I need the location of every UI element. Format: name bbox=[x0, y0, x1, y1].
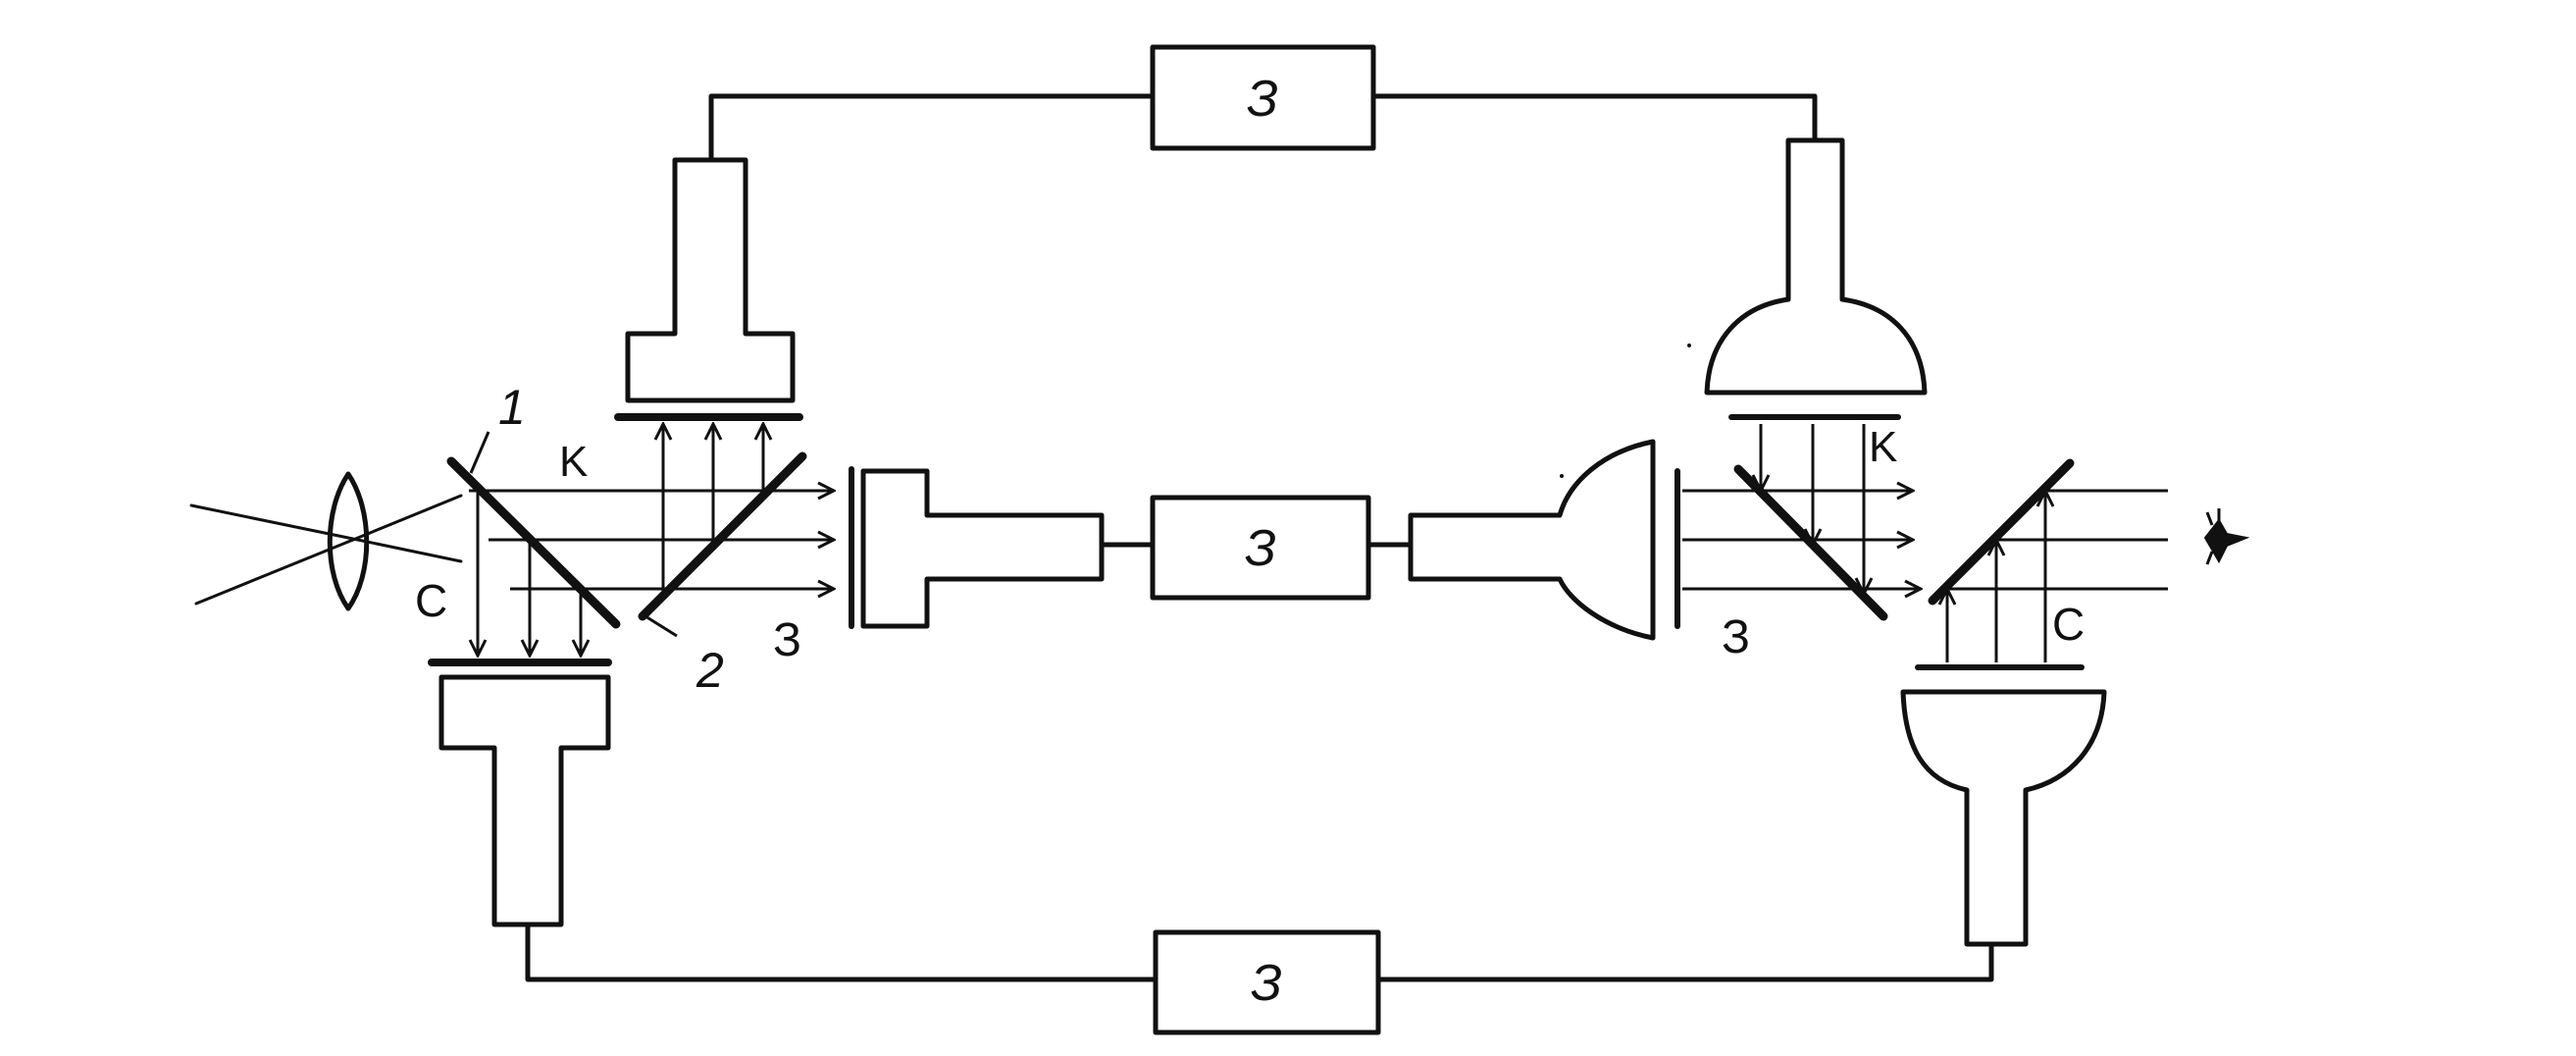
label-1: 1 bbox=[498, 380, 526, 435]
mirror-1-left bbox=[446, 456, 621, 629]
camera-tube-left-top bbox=[625, 157, 796, 403]
block-bottom-label: З bbox=[1251, 955, 1282, 1012]
camera-tube-middle bbox=[860, 468, 1105, 629]
camera-tube-left-bottom bbox=[438, 674, 611, 927]
bottom-wire bbox=[525, 922, 1994, 982]
eye-icon bbox=[2203, 508, 2250, 565]
label-3-right: З bbox=[1722, 611, 1750, 663]
leader-1 bbox=[469, 431, 490, 474]
top-wire bbox=[708, 93, 1818, 163]
block-top-label: З bbox=[1247, 71, 1278, 128]
mirror-2-right bbox=[1928, 458, 2075, 606]
mirror-2-left bbox=[638, 451, 807, 621]
label-k-right: K bbox=[1869, 423, 1897, 471]
label-3-left: З bbox=[773, 614, 801, 666]
speck-2 bbox=[1560, 474, 1564, 478]
block-middle bbox=[1150, 495, 1371, 601]
leader-2 bbox=[644, 614, 678, 638]
kinescope-middle bbox=[1408, 439, 1656, 641]
lens-icon bbox=[327, 471, 370, 611]
kinescope-right-top bbox=[1704, 137, 1928, 396]
input-rays bbox=[189, 494, 463, 606]
label-c-right: C bbox=[2052, 599, 2085, 650]
kinescope-right-bottom bbox=[1900, 689, 2107, 947]
label-c-left: C bbox=[415, 575, 447, 626]
block-bottom bbox=[1153, 929, 1381, 1035]
block-middle-label: З bbox=[1245, 520, 1276, 577]
label-2: 2 bbox=[696, 643, 724, 698]
label-k-left: K bbox=[559, 438, 588, 486]
block-top bbox=[1150, 44, 1376, 151]
speck-1 bbox=[1687, 343, 1691, 347]
